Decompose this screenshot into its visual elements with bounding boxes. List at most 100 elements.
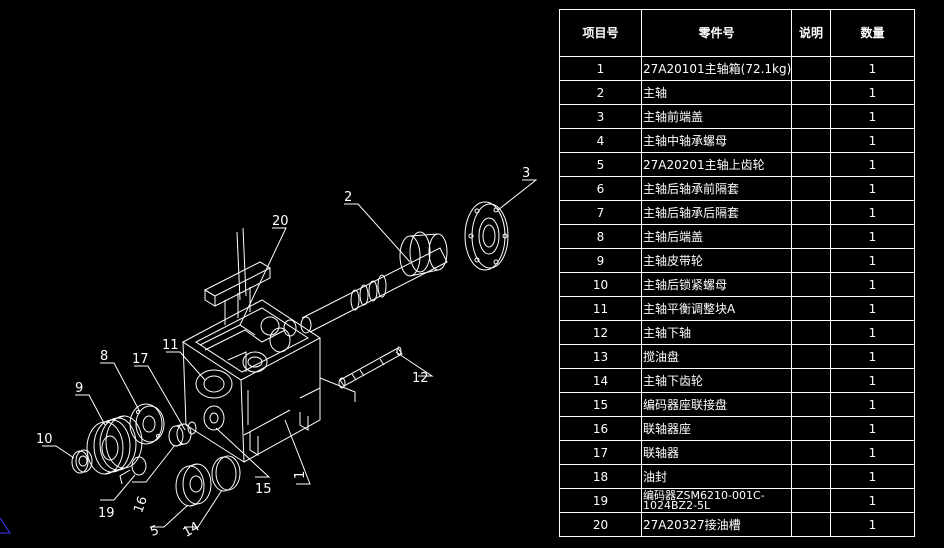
item-no: 14	[559, 368, 642, 393]
balloon-5: 5	[148, 523, 161, 540]
part-note	[791, 464, 831, 489]
part-qty: 1	[830, 272, 915, 297]
item-no: 12	[559, 320, 642, 345]
balloon-8: 8	[100, 349, 108, 364]
item-no: 19	[559, 488, 642, 513]
item-no: 18	[559, 464, 642, 489]
part-note	[791, 440, 831, 465]
item-no: 16	[559, 416, 642, 441]
header-qty: 数量	[830, 9, 915, 57]
part-name: 编码器座联接盘	[641, 392, 792, 417]
part-name: 27A20101主轴箱(72.1kg)	[641, 56, 792, 81]
leader-lines	[42, 179, 538, 528]
balloon-14: 14	[181, 519, 203, 540]
part-qty: 1	[830, 152, 915, 177]
part-lower-shaft	[338, 346, 403, 389]
part-name: 联轴器	[641, 440, 792, 465]
balloon-15: 15	[255, 482, 272, 497]
part-qty: 1	[830, 344, 915, 369]
part-name: 主轴中轴承螺母	[641, 128, 792, 153]
part-name: 主轴平衡调整块A	[641, 296, 792, 321]
part-note	[791, 416, 831, 441]
part-name: 主轴后轴承前隔套	[641, 176, 792, 201]
table-header-row: 项目号 零件号 说明 数量	[559, 9, 915, 57]
item-no: 1	[559, 56, 642, 81]
part-name: 主轴后端盖	[641, 224, 792, 249]
item-no: 15	[559, 392, 642, 417]
part-qty: 1	[830, 464, 915, 489]
part-name: 联轴器座	[641, 416, 792, 441]
balloon-17: 17	[132, 352, 149, 367]
part-qty: 1	[830, 512, 915, 537]
item-no: 8	[559, 224, 642, 249]
part-qty: 1	[830, 80, 915, 105]
part-lower-gear	[211, 455, 241, 492]
part-note	[791, 176, 831, 201]
part-qty: 1	[830, 416, 915, 441]
part-qty: 1	[830, 128, 915, 153]
part-note	[791, 344, 831, 369]
part-name: 编码器ZSM6210-001C-1024BZ2-5L	[641, 488, 792, 513]
corner-marker	[0, 517, 11, 534]
part-lock-nut	[71, 449, 93, 474]
part-oil-tray	[203, 227, 272, 325]
balloon-2: 2	[344, 190, 352, 205]
balloon-10: 10	[36, 432, 53, 447]
part-note	[791, 368, 831, 393]
part-name: 主轴皮带轮	[641, 248, 792, 273]
balloon-9: 9	[75, 381, 83, 396]
item-no: 17	[559, 440, 642, 465]
part-qty: 1	[830, 488, 915, 513]
balloon-20: 20	[272, 214, 289, 229]
item-no: 6	[559, 176, 642, 201]
part-name: 主轴后锁紧螺母	[641, 272, 792, 297]
header-note: 说明	[791, 9, 831, 57]
part-note	[791, 224, 831, 249]
item-no: 7	[559, 200, 642, 225]
part-note	[791, 152, 831, 177]
part-qty: 1	[830, 320, 915, 345]
part-name: 主轴下轴	[641, 320, 792, 345]
balloon-19: 19	[98, 506, 115, 521]
part-encoder	[119, 456, 147, 485]
item-no: 20	[559, 512, 642, 537]
part-upper-gear	[175, 463, 212, 507]
balloon-16: 16	[131, 494, 151, 515]
item-no: 3	[559, 104, 642, 129]
part-note	[791, 512, 831, 537]
part-note	[791, 488, 831, 513]
part-pulley	[86, 415, 143, 475]
part-note	[791, 56, 831, 81]
part-front-cover	[464, 201, 509, 271]
part-coupling	[168, 421, 197, 447]
item-no: 10	[559, 272, 642, 297]
part-note	[791, 80, 831, 105]
balloon-12: 12	[412, 371, 429, 386]
part-spindle	[300, 231, 448, 334]
header-item-no: 项目号	[559, 9, 642, 57]
part-note	[791, 320, 831, 345]
balloon-3: 3	[522, 166, 530, 181]
part-name: 主轴后轴承后隔套	[641, 200, 792, 225]
part-qty: 1	[830, 248, 915, 273]
part-note	[791, 248, 831, 273]
part-note	[791, 272, 831, 297]
part-qty: 1	[830, 224, 915, 249]
part-qty: 1	[830, 104, 915, 129]
part-name: 油封	[641, 464, 792, 489]
part-qty: 1	[830, 200, 915, 225]
